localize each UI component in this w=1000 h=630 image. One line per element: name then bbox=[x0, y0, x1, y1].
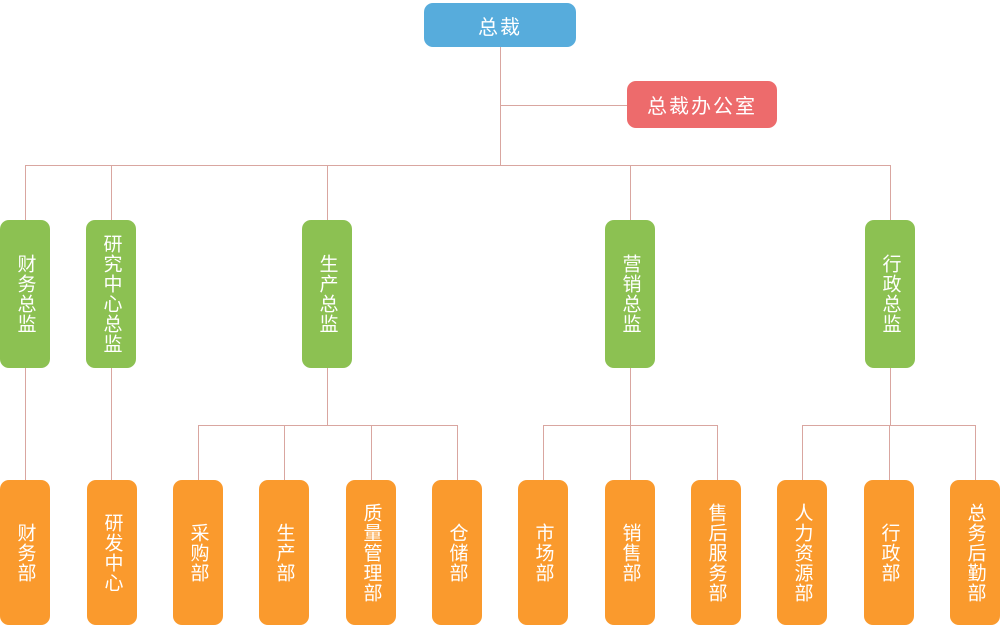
node-label: 行政部 bbox=[878, 522, 900, 583]
node-president-office: 总裁办公室 bbox=[627, 81, 777, 128]
connector-line bbox=[371, 425, 372, 480]
connector-line bbox=[630, 368, 631, 425]
node-label: 仓储部 bbox=[446, 522, 468, 583]
connector-line bbox=[198, 425, 199, 480]
node-label: 市场部 bbox=[532, 522, 554, 583]
node-dept-logistics: 总务后勤部 bbox=[950, 480, 1000, 625]
node-president: 总裁 bbox=[424, 3, 576, 47]
connector-line bbox=[630, 425, 631, 480]
node-dept-hr: 人力资源部 bbox=[777, 480, 827, 625]
connector-line bbox=[802, 425, 975, 426]
node-label: 采购部 bbox=[187, 522, 209, 583]
node-label: 售后服务部 bbox=[705, 502, 727, 603]
connector-line bbox=[327, 165, 328, 220]
connector-line bbox=[25, 165, 890, 166]
connector-line bbox=[890, 368, 891, 425]
connector-line bbox=[500, 105, 627, 106]
connector-line bbox=[284, 425, 285, 480]
node-label: 生产总监 bbox=[316, 254, 338, 334]
node-director-research-center: 研究中心总监 bbox=[86, 220, 136, 368]
connector-line bbox=[111, 165, 112, 220]
connector-line bbox=[889, 425, 890, 480]
node-label: 总务后勤部 bbox=[964, 502, 986, 603]
node-label: 研究中心总监 bbox=[100, 234, 122, 354]
connector-line bbox=[500, 47, 501, 165]
connector-line bbox=[327, 368, 328, 425]
node-label: 生产部 bbox=[273, 522, 295, 583]
connector-line bbox=[543, 425, 544, 480]
node-director-marketing: 营销总监 bbox=[605, 220, 655, 368]
node-director-finance: 财务总监 bbox=[0, 220, 50, 368]
node-label: 研发中心 bbox=[101, 512, 123, 593]
node-director-admin: 行政总监 bbox=[865, 220, 915, 368]
connector-line bbox=[25, 165, 26, 220]
node-label: 总裁 bbox=[478, 16, 522, 39]
connector-line bbox=[890, 165, 891, 220]
node-label: 总裁办公室 bbox=[647, 96, 757, 118]
node-dept-production: 生产部 bbox=[259, 480, 309, 625]
connector-line bbox=[457, 425, 458, 480]
node-dept-purchasing: 采购部 bbox=[173, 480, 223, 625]
node-label: 人力资源部 bbox=[791, 502, 813, 603]
node-dept-sales: 销售部 bbox=[605, 480, 655, 625]
node-label: 销售部 bbox=[619, 522, 641, 583]
node-dept-aftersales: 售后服务部 bbox=[691, 480, 741, 625]
connector-line bbox=[717, 425, 718, 480]
connector-line bbox=[802, 425, 803, 480]
node-label: 财务部 bbox=[14, 522, 36, 583]
node-label: 质量管理部 bbox=[360, 502, 382, 603]
node-director-production: 生产总监 bbox=[302, 220, 352, 368]
node-dept-market: 市场部 bbox=[518, 480, 568, 625]
node-dept-warehouse: 仓储部 bbox=[432, 480, 482, 625]
connector-line bbox=[975, 425, 976, 480]
node-dept-admin: 行政部 bbox=[864, 480, 914, 625]
connector-line bbox=[198, 425, 457, 426]
node-label: 财务总监 bbox=[14, 254, 36, 334]
connector-line bbox=[111, 368, 112, 480]
connector-line bbox=[630, 165, 631, 220]
connector-line bbox=[25, 368, 26, 480]
node-dept-quality: 质量管理部 bbox=[346, 480, 396, 625]
node-dept-rd-center: 研发中心 bbox=[87, 480, 137, 625]
node-label: 行政总监 bbox=[879, 254, 901, 334]
node-dept-finance: 财务部 bbox=[0, 480, 50, 625]
node-label: 营销总监 bbox=[619, 254, 641, 334]
